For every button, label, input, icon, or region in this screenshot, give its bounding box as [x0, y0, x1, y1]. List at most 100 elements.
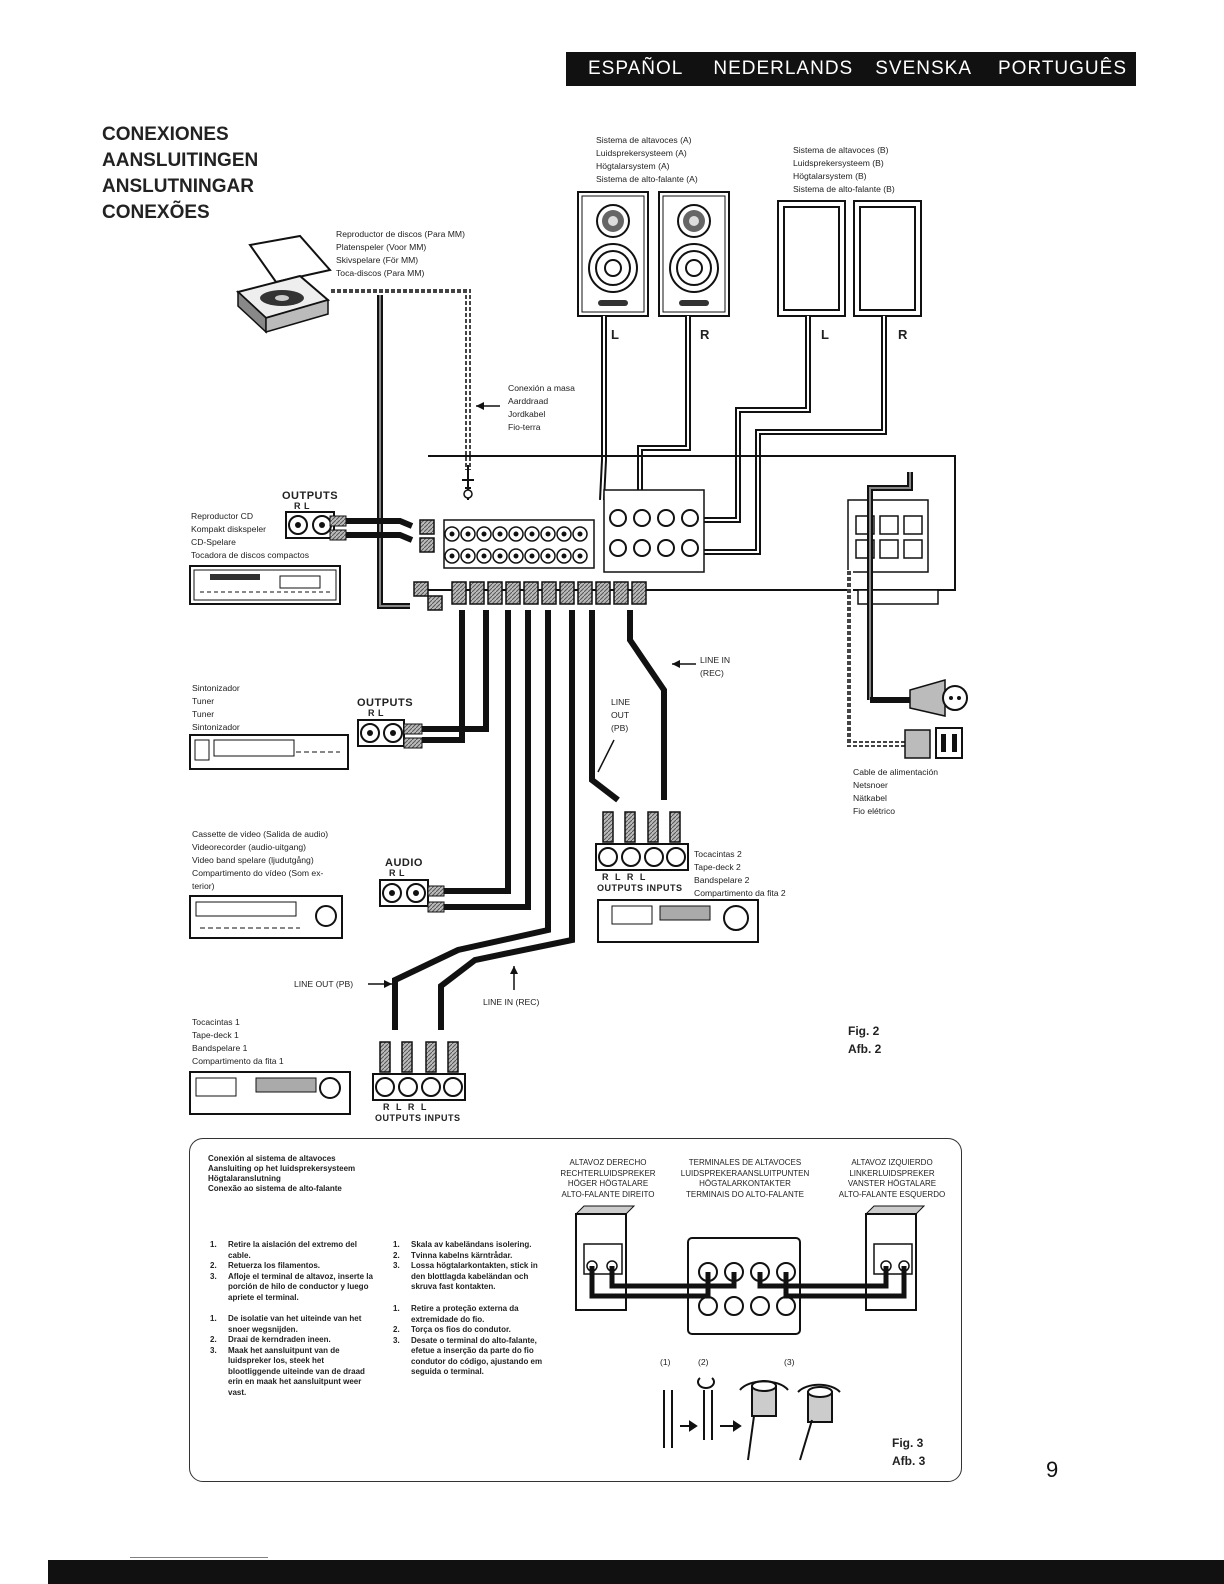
fig3-box — [189, 1138, 962, 1482]
power-cable-sv: Nätkabel — [853, 793, 887, 803]
vcr-nl: Videorecorder (audio-uitgang) — [192, 842, 307, 852]
cd-player-illustration — [189, 565, 341, 605]
step-es-3: 3.Afloje el terminal de altavoz, inserte… — [210, 1271, 373, 1302]
vcr-audio-jacks — [379, 879, 445, 913]
step-nl-3-text: Maak het aansluitpunt van de luidspreker… — [228, 1345, 365, 1397]
section-title: CONEXIONES AANSLUITINGEN ANSLUTNINGAR CO… — [102, 122, 258, 226]
turntable-label: Reproductor de discos (Para MM) Platensp… — [336, 228, 465, 280]
line-text: LINE — [611, 697, 631, 707]
vcr-label: Cassette de video (Salida de audio) Vide… — [192, 828, 328, 893]
step-nl-1-text: De isolatie van het uiteinde van het sno… — [228, 1314, 362, 1334]
lang-sv: SVENSKA — [875, 58, 972, 79]
fig3-terminals-label: TERMINALES DE ALTAVOCES LUIDSPREKERAANSL… — [668, 1158, 822, 1200]
step-nl-2-text: Draai de kerndraden ineen. — [228, 1335, 331, 1344]
title-nl: AANSLUITINGEN — [102, 150, 259, 171]
cd-outputs-label: OUTPUTS — [282, 490, 339, 502]
speaker-a-es: Sistema de altavoces (A) — [596, 135, 692, 145]
speaker-a-r-label: R — [700, 327, 710, 342]
power-cable-pt: Fio elétrico — [853, 806, 896, 816]
fig3-steps-es: 1.Retire la aislación del extremo del ca… — [210, 1240, 374, 1303]
vcr-audio-label: AUDIO — [385, 857, 423, 869]
lang-pt: PORTUGUÊS — [998, 58, 1128, 79]
speaker-a-pt: Sistema de alto-falante (A) — [596, 174, 698, 184]
tape1-sv: Bandspelare 1 — [192, 1043, 248, 1053]
step-es-1-text: Retire la aislación del extremo del cabl… — [228, 1240, 357, 1260]
turntable-nl: Platenspeler (Voor MM) — [336, 242, 427, 252]
tape2-sv: Bandspelare 2 — [694, 875, 750, 885]
tape-deck-2-jacks — [595, 811, 689, 871]
turntable-illustration — [235, 234, 332, 334]
line-in-rec-label-2: LINE IN (REC) — [700, 654, 730, 680]
tape1-label: Tocacintas 1 Tape-deck 1 Bandspelare 1 C… — [192, 1016, 284, 1068]
fig3-title-nl: Aansluiting op het luidsprekersysteem — [208, 1164, 356, 1173]
power-cable-label: Cable de alimentación Netsnoer Nätkabel … — [853, 766, 938, 818]
vcr-sv: Video band spelare (ljudutgång) — [192, 855, 314, 865]
fig3-line1: Fig. 3 — [892, 1436, 924, 1450]
tape2-rlrl-label: R L R L — [602, 872, 648, 882]
turntable-es: Reproductor de discos (Para MM) — [336, 229, 465, 239]
tape2-label: Tocacintas 2 Tape-deck 2 Bandspelare 2 C… — [694, 848, 786, 900]
lang-nl: NEDERLANDS — [713, 58, 854, 79]
fig3-ls-es: ALTAVOZ IZQUIERDO — [851, 1158, 933, 1167]
speaker-a-l-label: L — [611, 327, 620, 342]
blue-rule — [130, 1557, 268, 1558]
fig3-term-es: TERMINALES DE ALTAVOCES — [688, 1158, 802, 1167]
speaker-b-label: Sistema de altavoces (B) Luidsprekersyst… — [793, 144, 895, 196]
step-marker-1: (1) — [660, 1357, 671, 1367]
speaker-b-l-label: L — [821, 327, 830, 342]
step-pt-2-text: Torça os fios do condutor. — [411, 1325, 511, 1334]
fig3-ls-nl: LINKERLUIDSPREKER — [849, 1168, 935, 1178]
tape-deck-1-illustration — [189, 1071, 351, 1115]
tape-deck-2-illustration — [597, 899, 759, 943]
fig2-line1: Fig. 2 — [848, 1024, 880, 1038]
step-pt-3-text: Desate o terminal do alto-falante, efetu… — [411, 1335, 543, 1377]
turntable-pt: Toca-discos (Para MM) — [336, 268, 425, 278]
power-plug-icon — [870, 679, 968, 759]
out-text: OUT — [611, 710, 630, 720]
tuner-outputs-label: OUTPUTS — [357, 697, 414, 709]
speaker-b-es: Sistema de altavoces (B) — [793, 145, 889, 155]
step-sv-2: 2.Tvinna kabelns kärntrådar. — [393, 1250, 513, 1260]
line-in-rec-label-1: LINE IN (REC) — [483, 997, 540, 1007]
cd-sv: CD-Spelare — [191, 537, 236, 547]
speaker-a-nl: Luidsprekersysteem (A) — [596, 148, 687, 158]
cd-outputs-jacks — [285, 511, 347, 541]
tape2-outputs-inputs-label: OUTPUTS INPUTS — [597, 883, 683, 893]
fig3-title-pt: Conexão ao sistema de alto-falante — [208, 1184, 342, 1193]
fig3-rs-nl: RECHTERLUIDSPREKER — [560, 1168, 656, 1178]
fig3-steps-sv: 1.Skala av kabeländans isolering. 2.Tvin… — [393, 1240, 553, 1293]
bottom-bar — [48, 1560, 1224, 1584]
fig3-steps-pt: 1.Retire a proteção externa da extremida… — [393, 1304, 553, 1378]
language-bar: ESPAÑOL NEDERLANDS SVENSKA PORTUGUÊS — [566, 52, 1136, 86]
step-sv-3: 3.Lossa högtalarkontakten, stick in den … — [393, 1261, 553, 1293]
tape1-outputs-inputs-label: OUTPUTS INPUTS — [375, 1113, 461, 1123]
fig3-title: Conexión al sistema de altavoces Aanslui… — [208, 1154, 355, 1194]
speaker-b-sv: Högtalarsystem (B) — [793, 171, 867, 181]
tuner-es: Sintonizador — [192, 683, 240, 693]
step-es-2-text: Retuerza los filamentos. — [228, 1261, 321, 1270]
vcr-rl-label: R L — [389, 868, 405, 878]
speaker-a-right — [658, 191, 730, 317]
step-nl-2: 2.Draai de kerndraden ineen. — [210, 1335, 331, 1344]
ground-label: Conexión a masa Aarddraad Jordkabel Fio-… — [508, 382, 575, 434]
fig3-term-sv: HÖGTALARKONTAKTER — [699, 1179, 791, 1188]
step-sv-3-text: Lossa högtalarkontakten, stick in den bl… — [411, 1261, 538, 1291]
step-nl-3: 3.Maak het aansluitpunt van de luidsprek… — [210, 1346, 374, 1399]
tape2-pt: Compartimento da fita 2 — [694, 888, 786, 898]
line-out-pb-label-2: LINE OUT (PB) — [611, 696, 630, 735]
fig3-title-sv: Högtalaranslutning — [208, 1174, 281, 1183]
cd-label: Reproductor CD Kompakt diskspeler CD-Spe… — [191, 510, 309, 562]
title-es: CONEXIONES — [102, 124, 229, 145]
cd-es: Reproductor CD — [191, 511, 254, 521]
rec-text: (REC) — [700, 668, 724, 678]
step-sv-1-text: Skala av kabeländans isolering. — [411, 1240, 532, 1249]
vcr-illustration — [189, 895, 343, 939]
tuner-rl-label: R L — [368, 708, 384, 718]
fig3-title-es: Conexión al sistema de altavoces — [208, 1154, 336, 1163]
step-es-1: 1.Retire la aislación del extremo del ca… — [210, 1240, 374, 1261]
tuner-label: Sintonizador Tuner Tuner Sintonizador — [192, 682, 240, 734]
cd-pt: Tocadora de discos compactos — [191, 550, 309, 560]
speaker-b-r-label: R — [898, 327, 908, 342]
step-es-2: 2.Retuerza los filamentos. — [210, 1261, 321, 1270]
step-es-3-text: Afloje el terminal de altavoz, inserte l… — [228, 1271, 373, 1302]
